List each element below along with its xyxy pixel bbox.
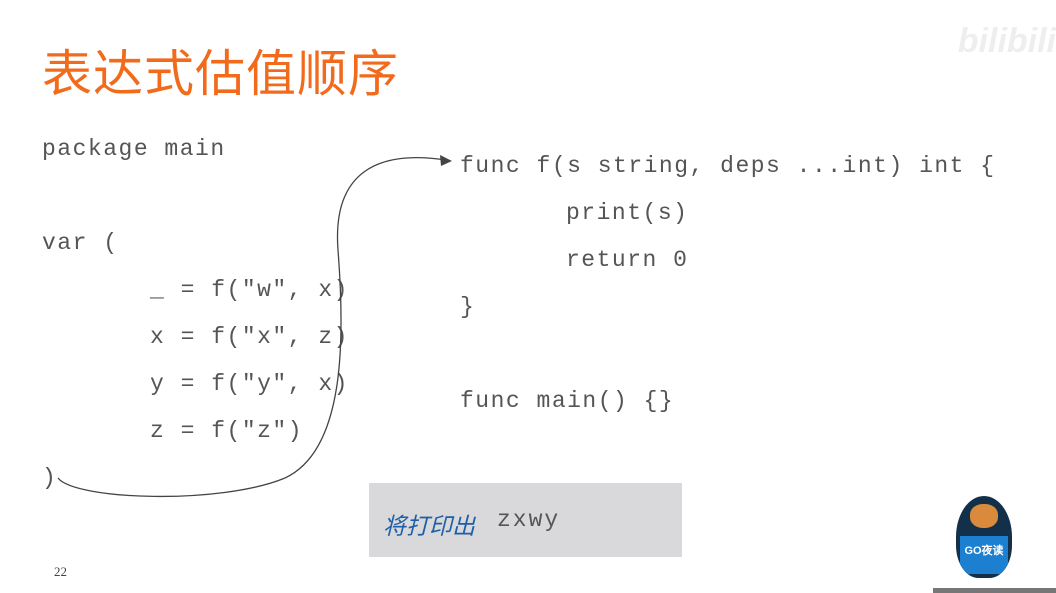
go-night-reading-logo: GO夜读 xyxy=(956,496,1012,578)
code-line: print(s) xyxy=(566,200,689,226)
code-line: x = f("x", z) xyxy=(150,324,349,350)
note-value: zxwy xyxy=(497,507,561,533)
code-line: y = f("y", x) xyxy=(150,371,349,397)
bottom-bar xyxy=(933,588,1056,593)
code-line: ) xyxy=(42,465,58,491)
code-line: func f(s string, deps ...int) int { xyxy=(460,153,996,179)
code-line: _ = f("w", x) xyxy=(150,277,349,303)
logo-text: GO夜读 xyxy=(960,536,1008,574)
bilibili-watermark: bilibili xyxy=(957,22,1056,60)
code-line: return 0 xyxy=(566,247,689,273)
result-note: 将打印出 zxwy xyxy=(369,483,682,557)
code-line: func main() {} xyxy=(460,388,675,414)
code-line: var ( xyxy=(42,230,119,256)
page-number: 22 xyxy=(54,564,67,579)
code-line: } xyxy=(460,294,476,320)
code-line: z = f("z") xyxy=(150,418,304,444)
code-line: package main xyxy=(42,136,226,162)
note-prefix: 将打印出 xyxy=(383,513,475,539)
slide-title: 表达式估值顺序 xyxy=(42,45,399,103)
